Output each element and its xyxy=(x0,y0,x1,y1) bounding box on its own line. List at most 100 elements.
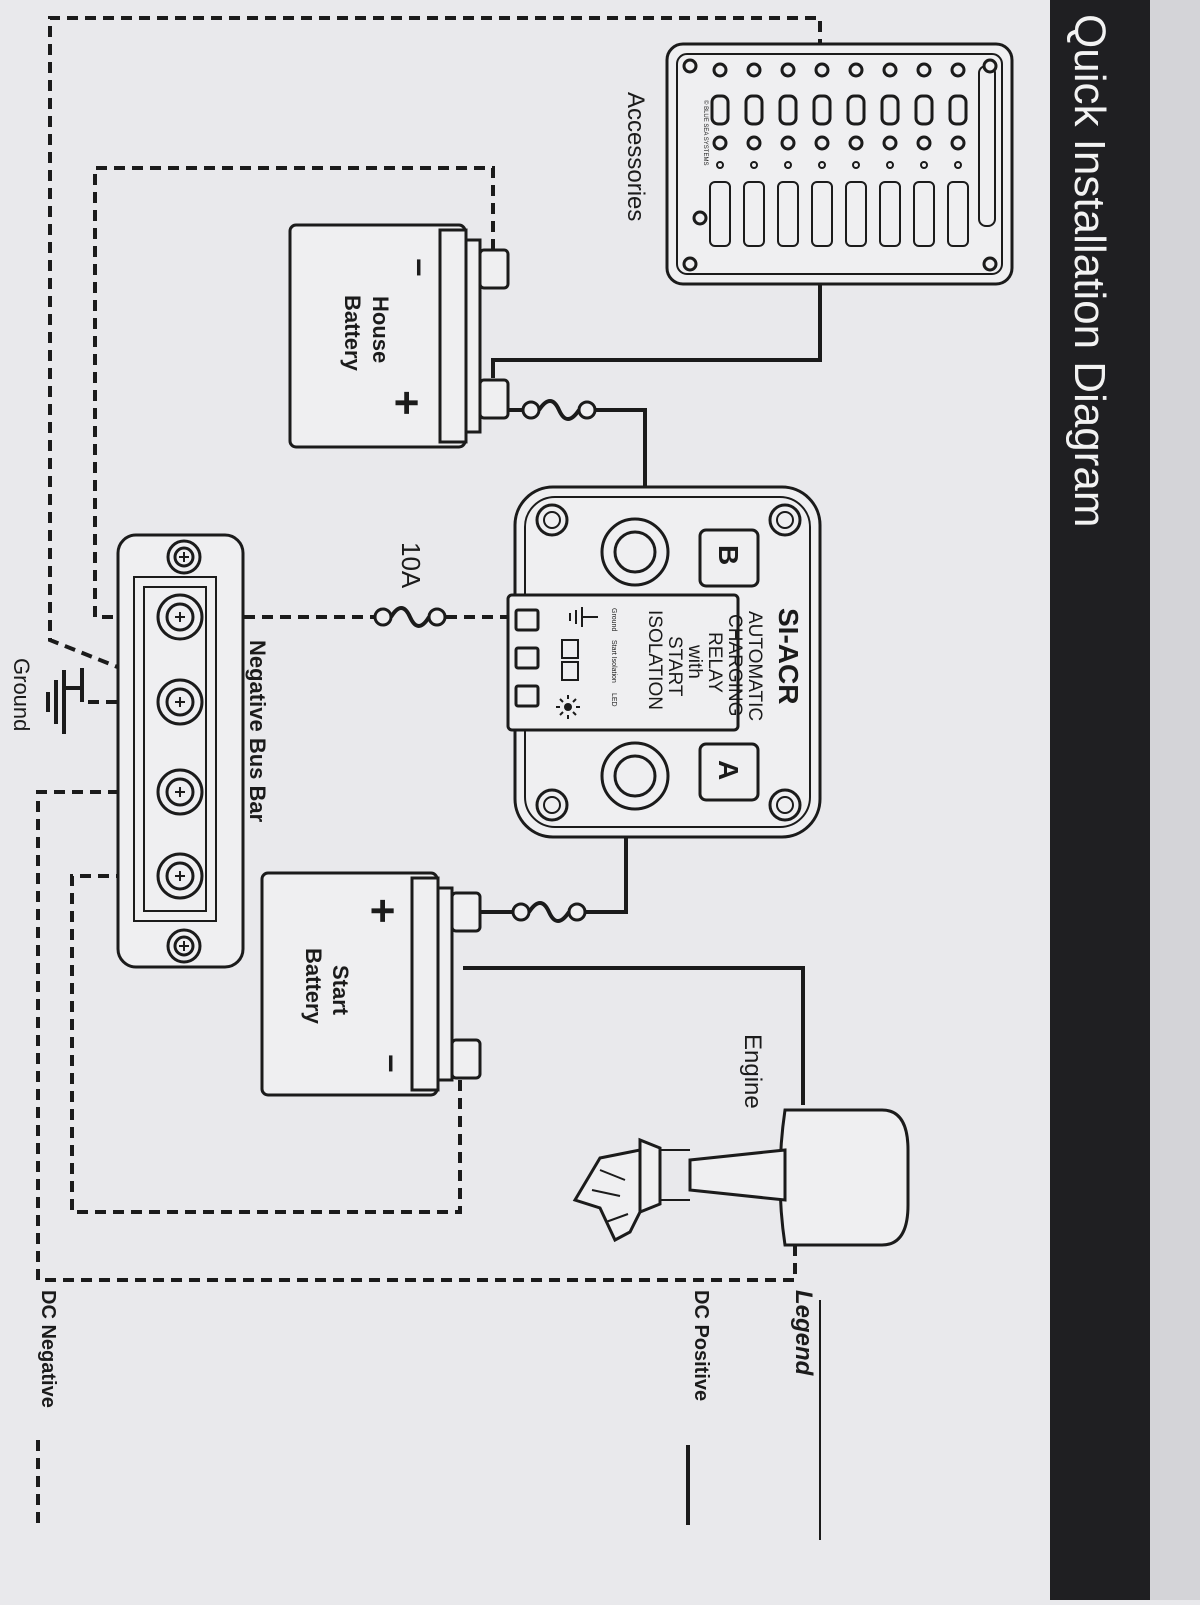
negative-bus-bar xyxy=(116,533,245,969)
house-battery xyxy=(288,223,510,449)
relay-terminal-a: A xyxy=(713,760,744,780)
panel-screw-2 xyxy=(982,58,998,74)
relay-name: SI-ACR xyxy=(773,608,804,704)
legend-item-dc-negative-label: DC Negative xyxy=(37,1290,59,1408)
relay-plug-ground-label: Ground xyxy=(610,608,617,631)
wire-pos-start-engine xyxy=(463,966,805,1105)
panel-indicator-2 xyxy=(750,161,758,169)
si-acr-relay xyxy=(506,485,822,839)
accessories-panel xyxy=(665,42,1014,286)
panel-screw-top-8 xyxy=(950,62,966,78)
bus-bar-stud-2 xyxy=(156,678,204,726)
panel-indicator-4 xyxy=(818,161,826,169)
start-fuse xyxy=(511,901,587,923)
panel-breaker-4 xyxy=(814,135,830,151)
panel-screw-top-2 xyxy=(746,62,762,78)
house-battery-label-2: Battery xyxy=(340,295,365,372)
bus-bar-stud-3 xyxy=(156,768,204,816)
wire-neg-start xyxy=(70,874,462,1214)
panel-brand-mark: © BLUE SEA SYSTEMS xyxy=(702,100,709,165)
panel-label-slot-7 xyxy=(913,181,935,247)
start-battery-label-2: Battery xyxy=(301,948,326,1025)
engine-outboard xyxy=(572,1108,910,1247)
panel-switch-1 xyxy=(710,94,730,126)
panel-switch-4 xyxy=(812,94,832,126)
house-battery-positive-symbol: + xyxy=(382,390,431,416)
relay-line-2: AUTOMATIC xyxy=(744,611,765,721)
start-battery-negative-symbol: − xyxy=(373,1054,409,1073)
wire-neg-engine xyxy=(36,790,797,1282)
panel-switch-6 xyxy=(880,94,900,126)
relay-line-3: CHARGING xyxy=(724,614,745,716)
panel-switch-8 xyxy=(948,94,968,126)
panel-label-slot-1 xyxy=(709,181,731,247)
panel-label-slot-2 xyxy=(743,181,765,247)
panel-indicator-1 xyxy=(716,161,724,169)
accessories-label: Accessories xyxy=(622,92,649,221)
panel-indicator-8 xyxy=(954,161,962,169)
relay-start-isolation-icon xyxy=(561,639,579,681)
panel-indicator-7 xyxy=(920,161,928,169)
relay-line-4: RELAY xyxy=(704,632,725,693)
panel-screw-top-6 xyxy=(882,62,898,78)
panel-screw-top-4 xyxy=(814,62,830,78)
panel-screw-top-7 xyxy=(916,62,932,78)
panel-indicator-5 xyxy=(852,161,860,169)
ground-symbol-icon xyxy=(46,668,84,734)
panel-label-slot-6 xyxy=(879,181,901,247)
panel-breaker-3 xyxy=(780,135,796,151)
panel-screw-1 xyxy=(682,58,698,74)
page-title: Quick Installation Diagram xyxy=(1065,14,1114,528)
panel-breaker-5 xyxy=(848,135,864,151)
panel-screw-5 xyxy=(692,210,708,226)
panel-switch-2 xyxy=(744,94,764,126)
panel-breaker-2 xyxy=(746,135,762,151)
panel-switch-7 xyxy=(914,94,934,126)
panel-screw-top-1 xyxy=(712,62,728,78)
bus-bar-stud-1 xyxy=(156,593,204,641)
panel-breaker-7 xyxy=(916,135,932,151)
title-band xyxy=(1050,0,1150,1600)
panel-switch-5 xyxy=(846,94,866,126)
start-battery-positive-symbol: + xyxy=(358,898,407,924)
legend-item-dc-positive-label: DC Positive xyxy=(690,1290,712,1401)
panel-breaker-6 xyxy=(882,135,898,151)
panel-screw-4 xyxy=(982,256,998,272)
panel-breaker-8 xyxy=(950,135,966,151)
panel-indicator-3 xyxy=(784,161,792,169)
ground-fuse-10a xyxy=(373,606,447,628)
engine-label: Engine xyxy=(739,1034,766,1109)
panel-indicator-6 xyxy=(886,161,894,169)
panel-label-slot-4 xyxy=(811,181,833,247)
panel-screw-top-5 xyxy=(848,62,864,78)
panel-switch-3 xyxy=(778,94,798,126)
relay-plug-start-isolation-label: Start Isolation xyxy=(610,640,617,683)
start-battery-label-1: Start xyxy=(328,965,353,1016)
relay-plug-led-label: LED xyxy=(610,693,617,707)
fuse-rating-label: 10A xyxy=(396,542,426,589)
legend-title: Legend xyxy=(790,1290,817,1377)
house-battery-label-1: House xyxy=(368,296,393,363)
ground-label: Ground xyxy=(9,658,34,731)
house-battery-negative-symbol: − xyxy=(401,258,437,277)
start-battery xyxy=(260,871,482,1097)
relay-led-icon xyxy=(556,695,580,719)
relay-terminal-b: B xyxy=(713,545,744,565)
bus-bar-mount-screw-bottom xyxy=(166,928,202,964)
panel-screw-top-3 xyxy=(780,62,796,78)
house-fuse xyxy=(521,399,597,421)
relay-line-7: ISOLATION xyxy=(644,610,665,710)
negative-bus-bar-label: Negative Bus Bar xyxy=(245,640,270,823)
wire-neg-accessories xyxy=(48,16,822,702)
relay-line-6: START xyxy=(664,636,685,697)
panel-label-slot-3 xyxy=(777,181,799,247)
panel-label-slot-8 xyxy=(947,181,969,247)
bus-bar-mount-screw-top xyxy=(166,539,202,575)
panel-screw-3 xyxy=(682,256,698,272)
panel-label-slot-5 xyxy=(845,181,867,247)
relay-ground-icon xyxy=(569,607,598,627)
panel-breaker-1 xyxy=(712,135,728,151)
relay-line-5: with xyxy=(684,644,705,679)
